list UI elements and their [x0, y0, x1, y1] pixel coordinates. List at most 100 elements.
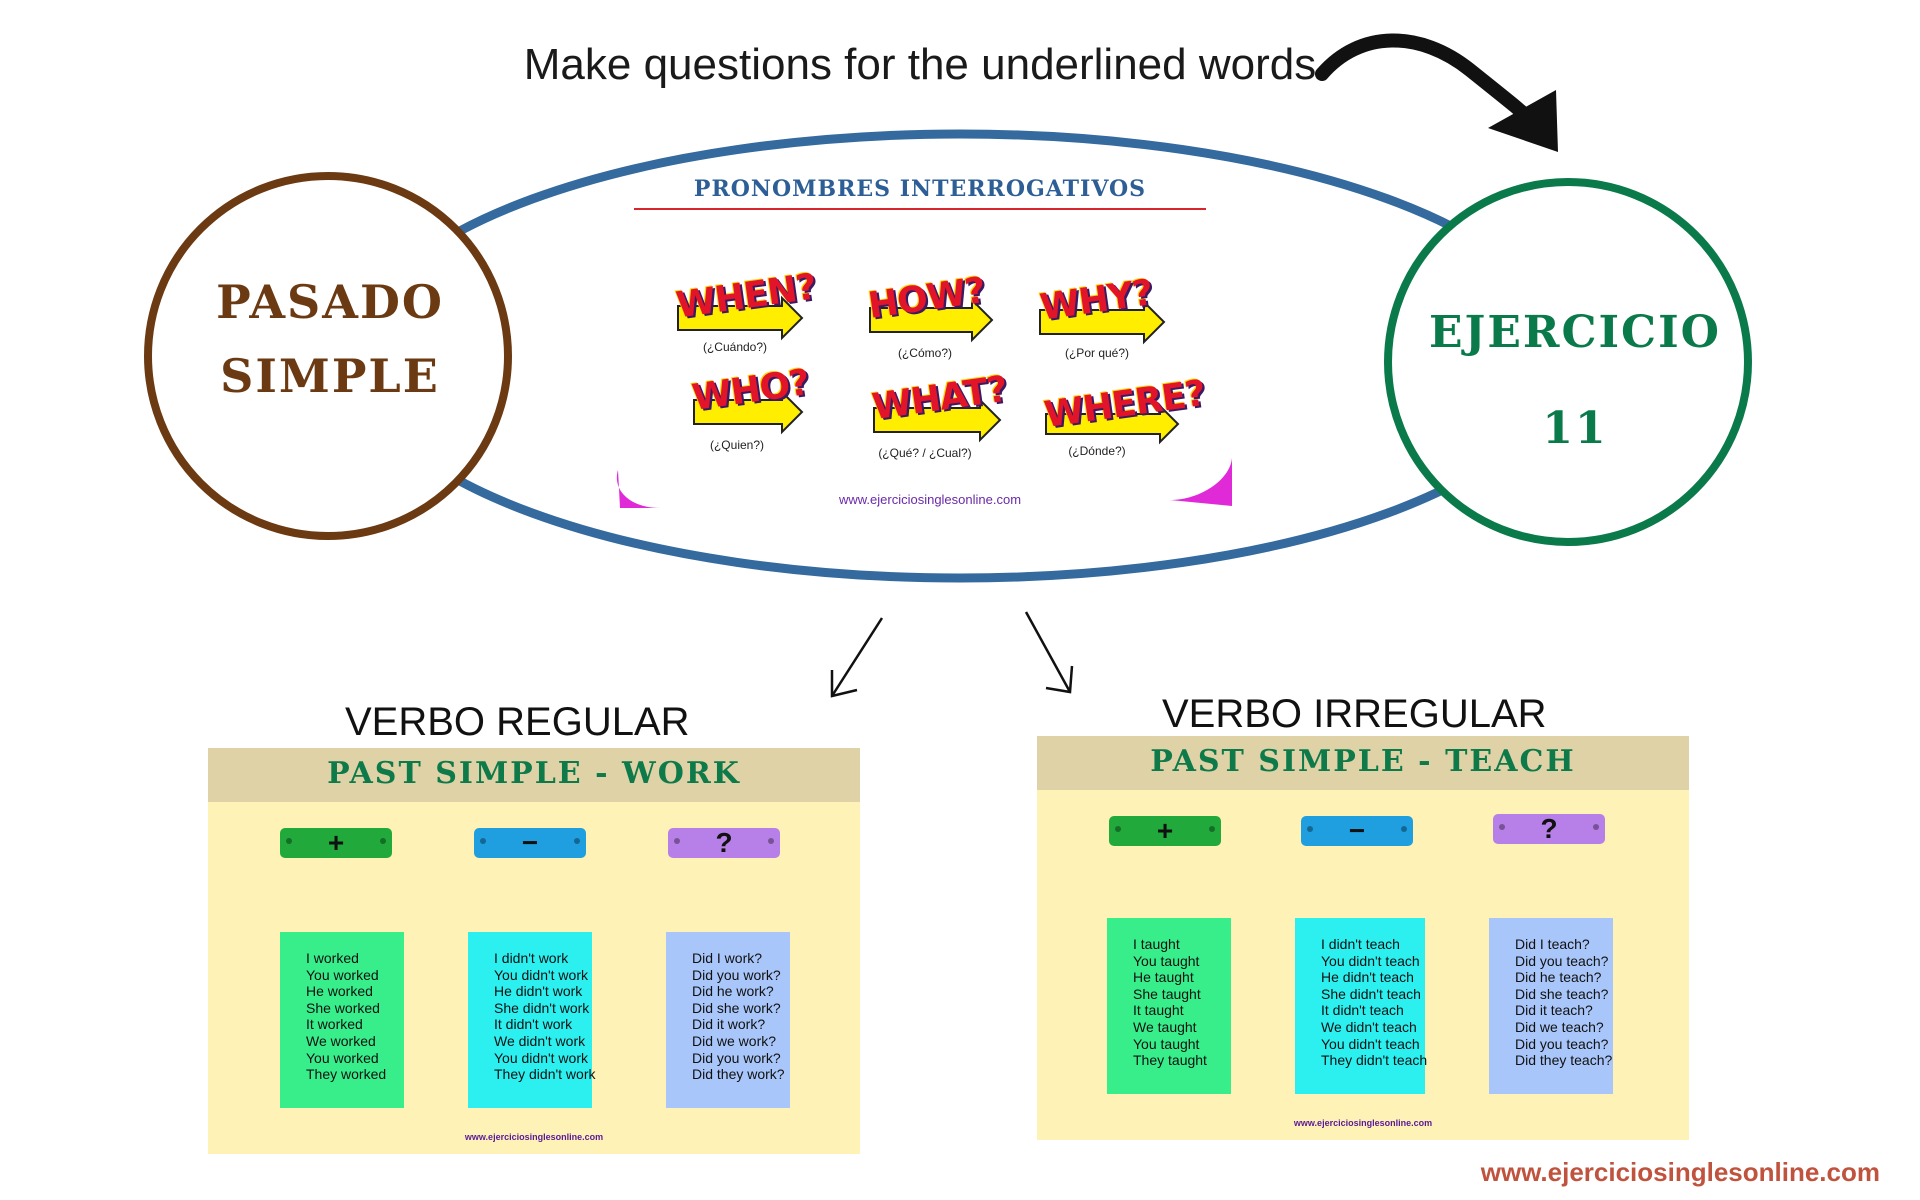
- list-item: We taught: [1133, 1018, 1197, 1035]
- pink-decor-left: [616, 470, 660, 508]
- list-item: You taught: [1133, 1035, 1200, 1052]
- list-item: It taught: [1133, 1002, 1184, 1019]
- tag-rivet-icon: [480, 838, 486, 844]
- pronouns-title-underline: [634, 208, 1206, 210]
- list-item: It worked: [306, 1016, 363, 1033]
- list-item: You didn't work: [494, 966, 588, 983]
- regular-panel-header: [208, 748, 860, 802]
- list-item: She taught: [1133, 985, 1201, 1002]
- tag-rivet-icon: [674, 838, 680, 844]
- list-item: You taught: [1133, 952, 1200, 969]
- irregular-panel: PAST SIMPLE - TEACH + − ? I taught You t…: [1037, 736, 1689, 1140]
- pronoun-arrows: [677, 295, 1180, 445]
- irregular-affirmative-note: I taught You taught He taught She taught…: [1107, 918, 1231, 1094]
- list-item: They didn't work: [494, 1066, 596, 1083]
- left-circle: [144, 172, 512, 540]
- instruction-text: Make questions for the underlined words: [523, 40, 1317, 89]
- list-item: It didn't teach: [1321, 1002, 1404, 1019]
- plus-icon: +: [1156, 815, 1174, 846]
- regular-panel-website: www.ejerciciosinglesonline.com: [464, 1132, 604, 1142]
- irregular-negative-note: I didn't teach You didn't teach He didn'…: [1295, 918, 1428, 1094]
- list-item: You didn't teach: [1321, 1035, 1420, 1052]
- list-item: He didn't teach: [1321, 969, 1414, 986]
- list-item: Did they work?: [692, 1066, 785, 1083]
- pronouns-title: PRONOMBRES INTERROGATIVOS: [693, 176, 1147, 202]
- pronoun-translation-what: (¿Qué? / ¿Cual?): [878, 446, 972, 460]
- list-item: It didn't work: [494, 1016, 573, 1033]
- tag-rivet-icon: [1499, 824, 1505, 830]
- question-icon: ?: [1540, 813, 1558, 844]
- list-item: Did it teach?: [1515, 1002, 1593, 1019]
- list-item: I didn't teach: [1321, 936, 1400, 952]
- list-item: They didn't teach: [1321, 1052, 1428, 1069]
- list-item: Did we work?: [692, 1032, 777, 1049]
- minus-icon: −: [521, 827, 539, 858]
- list-item: He didn't work: [494, 983, 583, 1000]
- regular-panel-title: PAST SIMPLE - WORK: [327, 756, 741, 791]
- irregular-verb-heading: VERBO IRREGULAR: [1162, 692, 1547, 736]
- list-item: Did you work?: [692, 1049, 781, 1066]
- list-item: They worked: [306, 1066, 387, 1083]
- footer-website[interactable]: www.ejerciciosinglesonline.com: [1480, 1157, 1880, 1187]
- irregular-panel-title: PAST SIMPLE - TEACH: [1150, 744, 1576, 779]
- list-item: He taught: [1133, 969, 1194, 986]
- list-item: They taught: [1133, 1052, 1207, 1069]
- tag-rivet-icon: [1593, 824, 1599, 830]
- list-item: You worked: [306, 1049, 379, 1066]
- list-item: Did we teach?: [1515, 1018, 1604, 1035]
- arrow-down-right-icon: [1024, 611, 1074, 694]
- list-item: I didn't work: [494, 950, 569, 966]
- irregular-panel-website: www.ejerciciosinglesonline.com: [1293, 1118, 1433, 1128]
- tag-rivet-icon: [768, 838, 774, 844]
- pronoun-translation-why: (¿Por qué?): [1064, 346, 1130, 360]
- list-item: She didn't work: [494, 999, 590, 1016]
- pink-decor-right: [1170, 458, 1232, 506]
- regular-negative-tag: −: [474, 828, 586, 858]
- tag-rivet-icon: [1307, 826, 1313, 832]
- list-item: Did I work?: [692, 950, 763, 966]
- question-icon: ?: [715, 827, 733, 858]
- regular-negative-note: I didn't work You didn't work He didn't …: [468, 932, 596, 1108]
- right-circle-line1: EJERCICIO: [1429, 307, 1721, 358]
- regular-panel: PAST SIMPLE - WORK + − ? I worked You wo…: [208, 748, 860, 1154]
- list-item: Did she teach?: [1515, 985, 1609, 1002]
- list-item: She worked: [306, 999, 380, 1016]
- list-item: Did it work?: [692, 1016, 766, 1033]
- arrow-down-left-icon: [830, 617, 884, 698]
- list-item: Did you teach?: [1515, 1035, 1609, 1052]
- pronoun-translation-who: (¿Quien?): [709, 438, 765, 452]
- list-item: I worked: [306, 950, 359, 966]
- list-item: Did you teach?: [1515, 952, 1609, 969]
- irregular-affirmative-tag: +: [1109, 816, 1221, 846]
- irregular-question-tag: ?: [1493, 814, 1605, 844]
- list-item: Did she work?: [692, 999, 781, 1016]
- left-circle-label: PASADO SIMPLE: [140, 265, 520, 413]
- list-item: We worked: [306, 1032, 376, 1049]
- tag-rivet-icon: [380, 838, 386, 844]
- pronoun-translation-when: (¿Cuándo?): [702, 340, 768, 354]
- list-item: Did I teach?: [1515, 936, 1590, 952]
- left-circle-line1: PASADO: [216, 275, 444, 329]
- regular-affirmative-tag: +: [280, 828, 392, 858]
- list-item: You didn't work: [494, 1049, 588, 1066]
- regular-affirmative-note: I worked You worked He worked She worked…: [280, 932, 404, 1108]
- plus-icon: +: [327, 827, 345, 858]
- regular-question-note: Did I work? Did you work? Did he work? D…: [666, 932, 790, 1108]
- pronoun-translation-how: (¿Cómo?): [897, 346, 952, 360]
- pronoun-translation-where: (¿Dónde?): [1068, 444, 1126, 458]
- list-item: Did you work?: [692, 966, 781, 983]
- minus-icon: −: [1348, 815, 1366, 846]
- right-circle: [1384, 178, 1752, 546]
- list-item: Did he teach?: [1515, 969, 1602, 986]
- right-circle-label: EJERCICIO 11: [1385, 285, 1765, 477]
- list-item: We didn't teach: [1321, 1018, 1417, 1035]
- list-item: She didn't teach: [1321, 985, 1421, 1002]
- pronouns-website: www.ejerciciosinglesonline.com: [838, 492, 1022, 507]
- curved-arrow-icon: [1315, 33, 1558, 152]
- list-item: Did they teach?: [1515, 1052, 1613, 1069]
- list-item: You worked: [306, 966, 379, 983]
- list-item: We didn't work: [494, 1032, 586, 1049]
- irregular-question-note: Did I teach? Did you teach? Did he teach…: [1489, 918, 1613, 1094]
- left-circle-line2: SIMPLE: [220, 349, 440, 403]
- tag-rivet-icon: [1209, 826, 1215, 832]
